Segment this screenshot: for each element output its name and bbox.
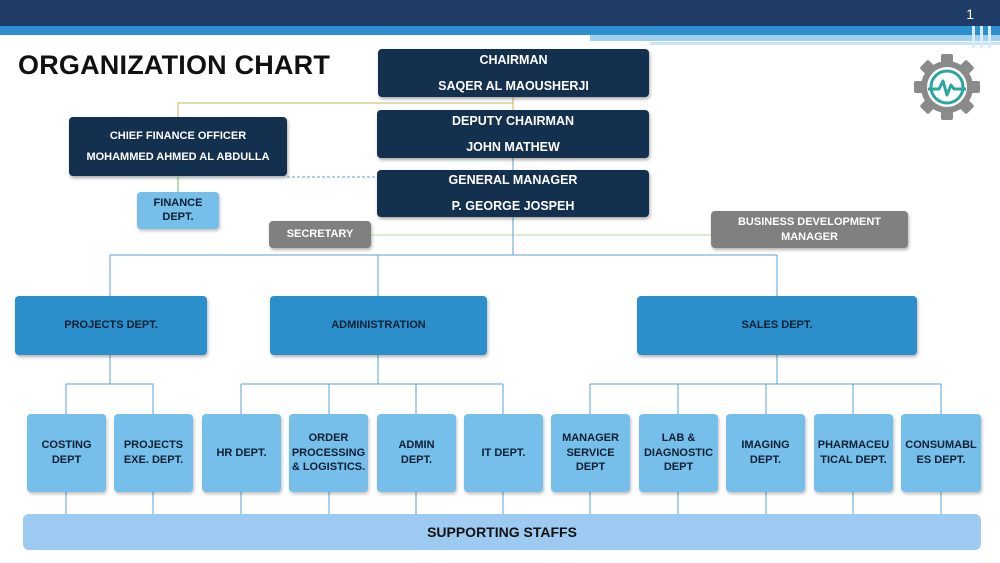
sub-dept-box: LAB & DIAGNOSTIC DEPT: [639, 414, 718, 492]
projects-dept-box: PROJECTS DEPT.: [15, 296, 207, 355]
supporting-staffs-bar: SUPPORTING STAFFS: [23, 514, 981, 550]
general-manager-box: GENERAL MANAGER P. GEORGE JOSPEH: [377, 170, 649, 217]
header-stripe: [590, 35, 1000, 41]
header-accent-bar: [0, 26, 1000, 35]
cfo-box: CHIEF FINANCE OFFICER MOHAMMED AHMED AL …: [69, 117, 287, 176]
general-manager-name: P. GEORGE JOSPEH: [451, 199, 575, 213]
gear-heartbeat-logo-icon: [914, 54, 980, 120]
administration-box: ADMINISTRATION: [270, 296, 487, 355]
page-title: ORGANIZATION CHART: [18, 50, 331, 80]
chairman-box: CHAIRMAN SAQER AL MAOUSHERJI: [378, 49, 649, 97]
company-logo: [912, 52, 982, 122]
sub-dept-box: IT DEPT.: [464, 414, 543, 492]
deputy-chairman-role: DEPUTY CHAIRMAN: [452, 113, 574, 128]
sub-dept-box: MANAGER SERVICE DEPT: [551, 414, 630, 492]
business-development-manager-box: BUSINESS DEVELOPMENT MANAGER: [711, 211, 908, 248]
sub-dept-box: CONSUMABL ES DEPT.: [901, 414, 981, 492]
cfo-name: MOHAMMED AHMED AL ABDULLA: [86, 150, 270, 163]
finance-dept-box: FINANCE DEPT.: [137, 192, 219, 229]
sub-dept-box: COSTING DEPT: [27, 414, 106, 492]
sub-dept-box: HR DEPT.: [202, 414, 281, 492]
sub-dept-box: ADMIN DEPT.: [377, 414, 456, 492]
deputy-chairman-name: JOHN MATHEW: [466, 139, 560, 154]
secretary-box: SECRETARY: [269, 221, 371, 248]
header-stripe: [650, 42, 1000, 45]
page-number: 1: [966, 6, 974, 22]
sub-dept-box: PHARMACEU TICAL DEPT.: [814, 414, 893, 492]
sub-dept-box: ORDER PROCESSING & LOGISTICS.: [289, 414, 368, 492]
cfo-role: CHIEF FINANCE OFFICER: [109, 129, 247, 142]
sub-dept-box: IMAGING DEPT.: [726, 414, 805, 492]
header-bar: [0, 0, 1000, 26]
deputy-chairman-box: DEPUTY CHAIRMAN JOHN MATHEW: [377, 110, 649, 158]
sales-dept-box: SALES DEPT.: [637, 296, 917, 355]
header-stripe: [972, 26, 975, 48]
header-stripe: [988, 26, 991, 48]
general-manager-role: GENERAL MANAGER: [448, 173, 578, 188]
sub-dept-box: PROJECTS EXE. DEPT.: [114, 414, 193, 492]
chairman-role: CHAIRMAN: [479, 52, 548, 67]
chairman-name: SAQER AL MAOUSHERJI: [438, 78, 589, 93]
header-stripe: [980, 26, 983, 48]
